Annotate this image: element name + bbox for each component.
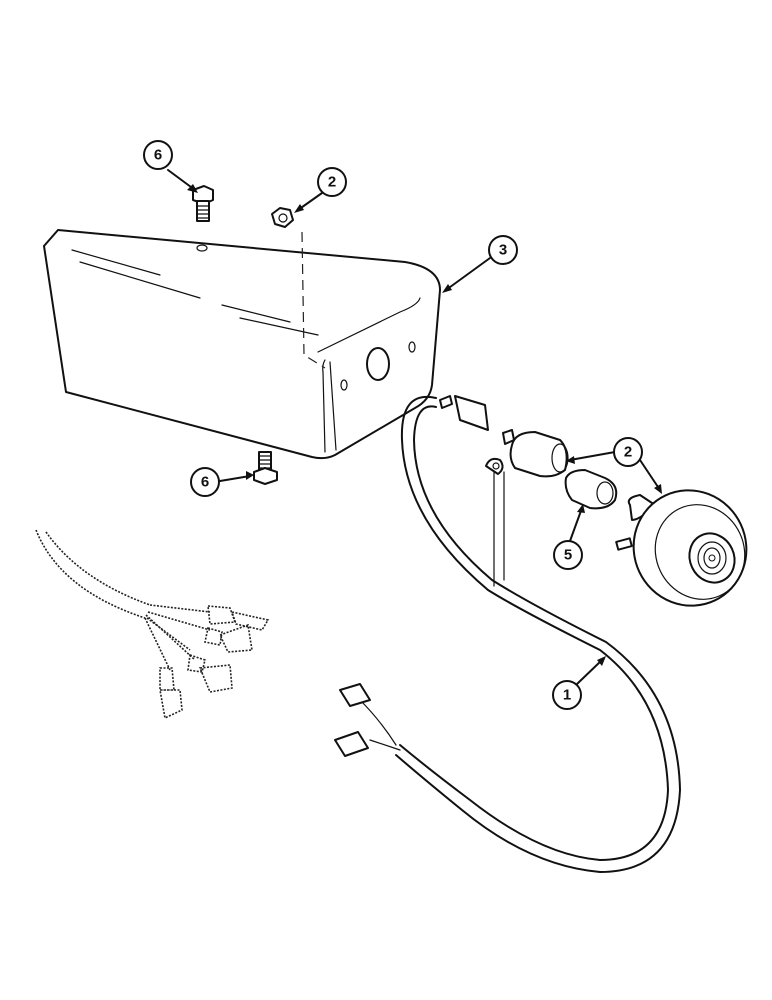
bolt-bottom — [253, 451, 278, 485]
housing-bracket — [43, 229, 441, 460]
nut-top — [271, 207, 294, 228]
cable-assembly — [334, 395, 681, 873]
wire-harness — [35, 529, 270, 720]
svg-text:2: 2 — [624, 444, 632, 461]
leader-lines — [167, 169, 662, 685]
svg-text:1: 1 — [563, 687, 571, 704]
callout-6-top: 6 — [143, 140, 173, 170]
callout-1: 1 — [552, 680, 582, 710]
callout-6-bottom: 6 — [190, 467, 220, 497]
round-lamp — [615, 489, 748, 607]
callout-2-lamp: 2 — [613, 437, 643, 467]
svg-text:6: 6 — [154, 147, 162, 164]
callout-5: 5 — [553, 540, 583, 570]
svg-text:2: 2 — [328, 174, 336, 191]
svg-text:5: 5 — [564, 547, 572, 564]
callout-3: 3 — [488, 235, 518, 265]
svg-text:3: 3 — [499, 242, 507, 259]
callout-2-top: 2 — [317, 167, 347, 197]
bulb — [564, 469, 618, 510]
svg-text:6: 6 — [201, 474, 209, 491]
lamp-socket — [502, 429, 569, 478]
bolt-top — [192, 185, 214, 222]
